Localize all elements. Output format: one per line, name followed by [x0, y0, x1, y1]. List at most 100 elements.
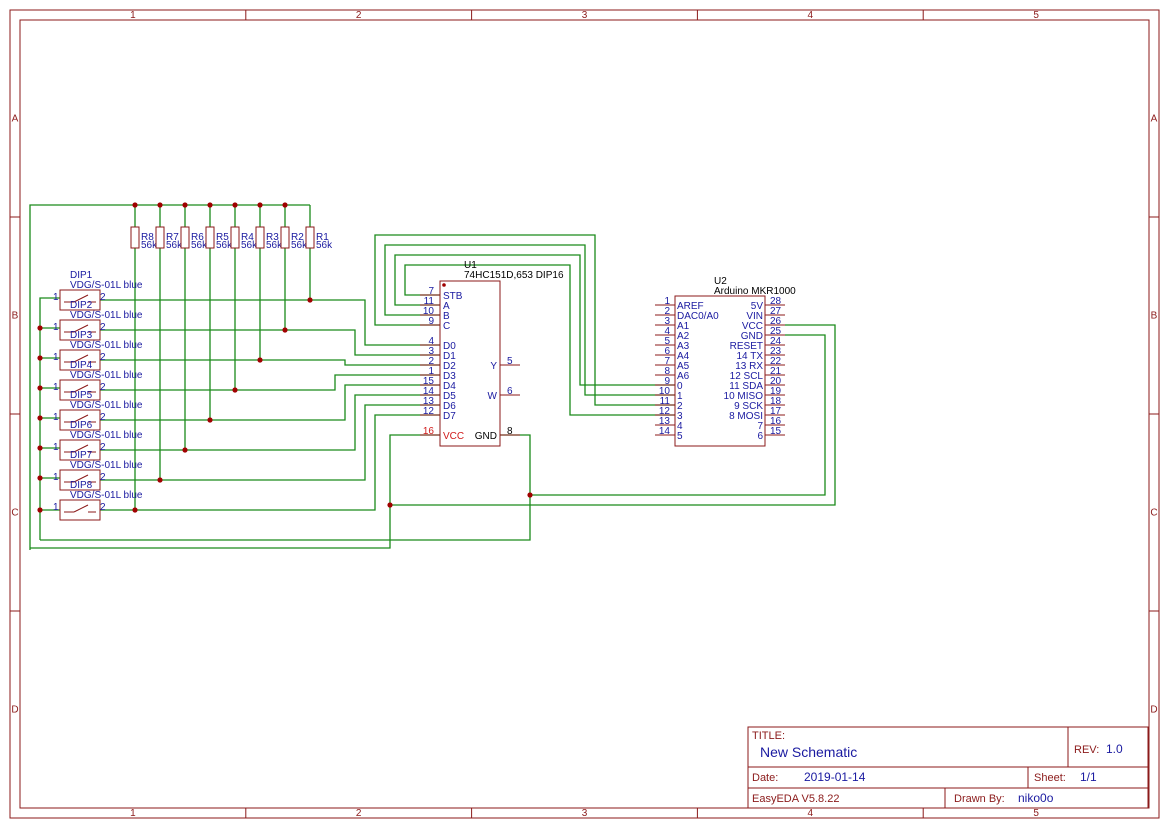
wires [29, 204, 836, 550]
u2-pin-number: 18 [770, 396, 782, 407]
frame-row-label-left: C [11, 508, 18, 519]
u1-pin-number: 14 [423, 386, 435, 397]
dip-value: VDG/S-01L blue [70, 370, 143, 381]
date-label: Date: [752, 772, 778, 784]
u1-pin-name: D6 [443, 401, 456, 412]
resistor-ref: R2 [291, 232, 304, 243]
u1-pin-name: D0 [443, 341, 456, 352]
u2-pin-number: 17 [770, 406, 782, 417]
u1-pin-name: Y [490, 361, 497, 372]
u1-pin-name: GND [475, 431, 497, 442]
resistor-ref: R4 [241, 232, 254, 243]
resistor-ref: R5 [216, 232, 229, 243]
u1-pin-number: 1 [428, 366, 434, 377]
u2-pin-name: AREF [677, 301, 704, 312]
u1-pin-number: 16 [423, 426, 435, 437]
frame-column-label-top: 5 [1033, 10, 1039, 21]
u1-pin-number: 12 [423, 406, 435, 417]
dip-pin1: 1 [53, 292, 59, 303]
frame-column-label-top: 2 [356, 10, 362, 21]
dip-pin1: 1 [53, 322, 59, 333]
resistor-ref: R3 [266, 232, 279, 243]
software-label: EasyEDA V5.8.22 [752, 793, 839, 805]
u1-pin-number: 2 [428, 356, 434, 367]
u1-pin-number: 7 [428, 286, 434, 297]
u1-pin-name: D3 [443, 371, 456, 382]
drawn-by-value: niko0o [1018, 791, 1054, 805]
frame-row-label-left: B [12, 311, 19, 322]
dip-pin1: 1 [53, 412, 59, 423]
u2-pin-name: 12 SCL [730, 371, 764, 382]
u1-pin-name: C [443, 321, 450, 332]
u2-pin-name: 5 [677, 431, 683, 442]
u2-pin-number: 25 [770, 326, 782, 337]
frame-row-label-right: C [1150, 508, 1157, 519]
u2-pin-number: 28 [770, 296, 782, 307]
dip-pin1: 1 [53, 352, 59, 363]
u1-pin-name: D7 [443, 411, 456, 422]
dip-pin2: 2 [100, 502, 106, 513]
u1-pin-number: 3 [428, 346, 434, 357]
u2-pin-number: 5 [664, 336, 670, 347]
u2-pin-name: DAC0/A0 [677, 311, 719, 322]
junctions [37, 202, 533, 513]
dip-ref: DIP4 [70, 360, 93, 371]
dip-ref: DIP7 [70, 450, 93, 461]
sheet-label: Sheet: [1034, 772, 1066, 784]
u1-pin-name: D1 [443, 351, 456, 362]
u2-pin-name: A4 [677, 351, 690, 362]
frame-column-label-top: 4 [808, 10, 814, 21]
dip-value: VDG/S-01L blue [70, 460, 143, 471]
u1-pin-name: STB [443, 291, 463, 302]
u2-pin-name: 1 [677, 391, 683, 402]
u1-pin-number: 11 [424, 296, 435, 307]
dip-value: VDG/S-01L blue [70, 280, 143, 291]
u2-pin-number: 9 [664, 376, 670, 387]
u2-pin-number: 14 [659, 426, 671, 437]
frame-column-label-bottom: 2 [356, 808, 362, 819]
u1-pin-number: 13 [423, 396, 435, 407]
dip-pin1: 1 [53, 442, 59, 453]
u2-pin-name: VIN [746, 311, 763, 322]
frame-column-label-top: 1 [130, 10, 136, 21]
title-value: New Schematic [760, 744, 857, 760]
resistor-value: 56k [141, 240, 158, 251]
resistor-ref: R8 [141, 232, 154, 243]
dip-pin1: 1 [53, 382, 59, 393]
dip-pin1: 1 [53, 502, 59, 513]
u1-pin-name: A [443, 301, 450, 312]
u2-pin-name: 5V [751, 301, 764, 312]
resistor-value: 56k [216, 240, 233, 251]
u2-pin-name: 0 [677, 381, 683, 392]
dip-ref: DIP2 [70, 300, 93, 311]
resistor-value: 56k [191, 240, 208, 251]
u2-pin-number: 4 [664, 326, 670, 337]
u1-value: 74HC151D,653 DIP16 [464, 270, 564, 281]
u2-ref: U2 [714, 276, 727, 287]
u2-pin-name: 7 [757, 421, 763, 432]
u2-pin-number: 3 [664, 316, 670, 327]
sheet-frame [9, 9, 1160, 819]
u1-pin-number: 8 [507, 426, 513, 437]
